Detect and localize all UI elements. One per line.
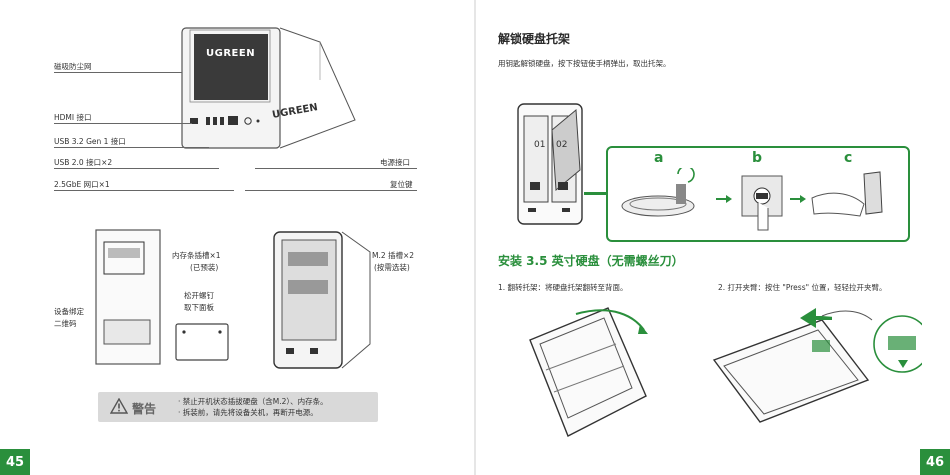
- label-dust-filter: 磁吸防尘网: [54, 61, 92, 72]
- warning-line: · 拆装前，请先将设备关机，再断开电源。: [178, 407, 328, 418]
- warning-box: 警告 · 禁止开机状态插拔硬盘（含M.2）、内存条。 · 拆装前，请先将设备关机…: [98, 392, 378, 422]
- nas-unlock-illustration: [514, 100, 594, 230]
- label-memory-preinstalled: (已预装): [190, 262, 218, 273]
- warning-line: · 禁止开机状态插拔硬盘（含M.2）、内存条。: [178, 396, 328, 407]
- brand-logo-front: UGREEN: [206, 48, 255, 59]
- arrow-right-icon: [790, 194, 806, 204]
- label-memory-slot: 内存条插槽×1: [172, 250, 221, 261]
- install-step-2: 2. 打开夹臂：按住 "Press" 位置，轻轻拉开夹臂。: [718, 282, 886, 293]
- warning-lines: · 禁止开机状态插拔硬盘（含M.2）、内存条。 · 拆装前，请先将设备关机，再断…: [178, 396, 328, 418]
- nas-bottom-illustration: [94, 228, 174, 368]
- leader-line: [54, 147, 209, 148]
- nas-front-illustration: [170, 20, 370, 160]
- leader-line: [255, 168, 417, 169]
- label-usb20: USB 2.0 接口×2: [54, 157, 112, 168]
- step-label-c: c: [844, 150, 852, 166]
- label-qr-code: 二维码: [54, 318, 77, 329]
- handle-pull-illustration: [810, 168, 900, 232]
- warning-title: 警告: [132, 400, 156, 417]
- leader-line: [54, 123, 192, 124]
- connector-line: [584, 192, 608, 195]
- leader-line: [54, 72, 182, 73]
- label-hdmi: HDMI 接口: [54, 112, 91, 123]
- nas-open-illustration: [270, 226, 380, 374]
- unlock-description: 用钥匙解锁硬盘，按下按钮使手柄弹出，取出托架。: [498, 58, 671, 69]
- bay-label-02: 02: [556, 140, 567, 150]
- label-bind-code: 设备绑定: [54, 306, 84, 317]
- install-step-1: 1. 翻转托架：将硬盘托架翻转至背面。: [498, 282, 628, 293]
- leader-line: [54, 190, 234, 191]
- install-title: 安装 3.5 英寸硬盘（无需螺丝刀）: [498, 252, 684, 269]
- label-m2-slot: M.2 插槽×2: [372, 250, 414, 261]
- step-label-b: b: [752, 150, 762, 166]
- label-usb32: USB 3.2 Gen 1 接口: [54, 136, 126, 147]
- bay-label-01: 01: [534, 140, 545, 150]
- left-page: UGREEN UGREEN 磁吸防尘网 HDMI 接口 USB 3.2 Gen …: [0, 0, 474, 475]
- bottom-panel-illustration: [174, 322, 230, 362]
- right-page: 解锁硬盘托架 用钥匙解锁硬盘，按下按钮使手柄弹出，取出托架。 01 02 a b…: [476, 0, 950, 475]
- page-number-left: 45: [0, 449, 30, 475]
- warning-triangle-icon: [110, 398, 128, 414]
- tray-flip-illustration: [516, 300, 666, 450]
- label-loosen-screw: 松开螺钉: [184, 290, 214, 301]
- label-power: 电源接口: [380, 157, 410, 168]
- page-number-right: 46: [920, 449, 950, 475]
- unlock-title: 解锁硬盘托架: [498, 30, 570, 47]
- label-lan: 2.5GbE 网口×1: [54, 179, 110, 190]
- leader-line: [245, 190, 417, 191]
- arrow-right-icon: [716, 194, 732, 204]
- label-reset: 复位键: [390, 179, 413, 190]
- button-press-illustration: [736, 172, 796, 236]
- label-remove-panel: 取下面板: [184, 302, 214, 313]
- clamp-open-illustration: [712, 300, 922, 450]
- label-m2-optional: (按需选装): [374, 262, 410, 273]
- leader-line: [54, 168, 219, 169]
- key-turn-illustration: [618, 168, 714, 228]
- step-label-a: a: [654, 150, 663, 166]
